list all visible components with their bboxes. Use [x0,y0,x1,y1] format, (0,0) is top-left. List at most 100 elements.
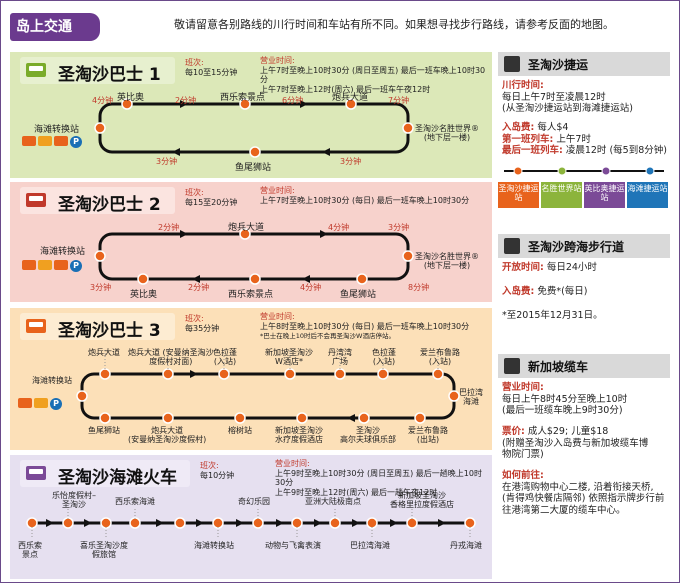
bus3-top-stop-7: 爱兰布鲁路(入站) [420,348,460,366]
bus2-title: 圣淘沙巴士 2 [58,195,161,215]
bus1-min-1: 4分钟 [92,96,114,105]
cablecar-directions: 如何前往:在港湾购物中心二楼, 沿着衔接天桥,(肯得鸡快餐店隔邻) 依照指示牌步… [502,470,665,516]
bus1-title: 圣淘沙巴士 1 [58,65,161,85]
parking-icon: P [70,260,82,272]
bus2-stop-fort: 炮兵大道 [228,223,265,233]
bus1-stop-imbiah: 英比奥 [117,93,145,103]
parking-icon: P [70,136,82,148]
bus3-top-stop-3: 色拉蓬(入站) [213,348,237,366]
bus3-top-stop-2: 炮兵大道 (安曼纳圣淘沙度假村对面) [128,348,214,366]
station-1: 圣淘沙捷运站 [498,182,539,208]
boardwalk-fee: 入岛费: 免费*(每日) [502,286,588,297]
bus-icon [26,63,46,77]
bus1-stop-beach: 海滩转换站 [34,125,80,135]
boardwalk-box: 圣淘沙跨海步行道 开放时间: 每日24小时 入岛费: 免费*(每日) *至201… [498,234,670,334]
boardwalk-hours: 开放时间: 每日24小时 [502,262,597,273]
bus2-stop-siloso: 西乐索景点 [228,290,274,300]
bus-icon [22,136,36,146]
tram-top-stop-3: 奇幻乐园 [238,497,270,506]
express-title-bar: 圣淘沙捷运 [498,52,670,76]
tram-top-stop-4: 亚洲大陆极南点 [305,497,361,506]
bus2-min-1: 2分钟 [158,223,180,232]
bus-icon [26,193,46,207]
tram-freq: 班次:每10分钟 [200,461,235,480]
bus1-min-5: 3分钟 [156,157,178,166]
cablecar-title: 新加坡缆车 [528,360,589,374]
bus1-connections: P [22,136,82,148]
express-icon [38,136,52,146]
express-line [504,166,664,176]
bus1-min-2: 2分钟 [175,96,197,105]
bus1-stop-rws: 圣淘沙名胜世界®(地下层一楼) [415,124,479,142]
bus2-stop-imbiah: 英比奥 [130,290,158,300]
express-icon [34,398,48,408]
boardwalk-title-bar: 圣淘沙跨海步行道 [498,234,670,258]
bus1-stop-fort: 炮兵大道 [332,93,369,103]
cablecar-title-bar: 新加坡缆车 [498,354,670,378]
tram-title-bar: 圣淘沙海滩火车 [20,460,190,488]
tram-top-stop-5: 新加坡圣淘沙香格里拉度假酒店 [390,491,454,509]
tram-panel: 圣淘沙海滩火车 班次:每10分钟 营业时间:上午9时至晚上10时30分 (周日至… [10,455,492,579]
tram-title: 圣淘沙海滩火车 [58,468,177,488]
tram-bottom-stop-6: 丹戎海滩 [450,541,482,550]
bus3-bottom-stop-4: 新加坡圣淘沙水疗度假酒店 [275,426,323,444]
bus1-stop-siloso: 西乐索景点 [220,93,266,103]
bus2-min-6: 4分钟 [300,283,322,292]
bus3-top-stop-1: 炮兵大道 [88,348,120,357]
bus2-min-5: 2分钟 [188,283,210,292]
bus1-freq: 班次:每10至15分钟 [185,58,238,77]
tram-icon [54,260,68,270]
bus3-route-map [76,350,460,424]
cablecar-fee: 票价: 成人$29; 儿童$18(附赠圣淘沙入岛费与新加坡缆车博物院门票) [502,426,649,460]
station-3: 英比奥捷运站 [584,182,625,208]
tram-bottom-stop-1: 西乐索景点 [18,541,42,559]
tram-icon [54,136,68,146]
bus3-bottom-stop-5: 圣淘沙高尔夫球俱乐部 [340,426,396,444]
tram-bottom-stop-5: 巴拉湾海滩 [350,541,390,550]
express-fares: 入岛费: 每人$4 第一班列车: 上午7时 最后一班列车: 凌晨12时 (每5到… [502,122,667,156]
bus1-route-map [94,98,414,158]
bus1-min-4: 7分钟 [388,96,410,105]
bus1-min-3: 6分钟 [282,96,304,105]
tram-bottom-stop-3: 海滩转换站 [194,541,234,550]
section-header: 岛上交通 [10,13,100,41]
bus-icon [22,260,36,270]
bus3-bottom-stop-6: 爱兰布鲁路(出站) [408,426,448,444]
boardwalk-title: 圣淘沙跨海步行道 [528,240,625,254]
bus-icon [26,319,46,333]
station-4: 海滩捷运站 [627,182,668,208]
bus3-top-stop-6: 色拉蓬(入站) [372,348,396,366]
bus3-bottom-stop-3: 榕树站 [228,426,252,435]
header-note: 敬请留意各别路线的川行时间和车站有所不同。如果想寻找步行路线，请参考反面的地图。 [174,18,614,31]
bus2-min-4: 3分钟 [90,283,112,292]
express-stations: 圣淘沙捷运站 名胜世界站 英比奥捷运站 海滩捷运站 [498,182,668,208]
express-hours: 川行时间:每日上午7时至凌晨12时(从圣淘沙捷运站到海滩捷运站) [502,80,633,114]
bus2-stop-rws: 圣淘沙名胜世界®(地下层一楼) [415,252,479,270]
tram-hours: 营业时间:上午9时至晚上10时30分 (周日至周五) 最后一趟晚上10时30分上… [275,459,482,497]
bus2-title-bar: 圣淘沙巴士 2 [20,187,175,215]
bus3-title-bar: 圣淘沙巴士 3 [20,313,175,341]
bus3-panel: 圣淘沙巴士 3 班次:每35分钟 营业时间:上午8时至晚上10时30分 (每日)… [10,308,492,450]
tram-icon [26,466,46,480]
tram-top-stop-1: 乐怡度假村–圣淘沙 [52,491,96,509]
bus2-connections: P [22,260,82,272]
bus3-connections: P [18,398,62,410]
express-icon [38,260,52,270]
boardwalk-note: *至2015年12月31日。 [502,310,603,321]
bus2-route-map [94,228,414,285]
express-title: 圣淘沙捷运 [528,58,589,72]
walk-icon [504,238,520,254]
bus2-panel: 圣淘沙巴士 2 班次:每15至20分钟 营业时间:上午7时至晚上10时30分 (… [10,182,492,302]
bus2-min-2: 4分钟 [328,223,350,232]
bus-icon [18,398,32,408]
parking-icon: P [50,398,62,410]
bus2-freq: 班次:每15至20分钟 [185,188,238,207]
bus1-min-6: 3分钟 [340,157,362,166]
bus3-bottom-stop-2: 炮兵大道(安曼纳圣淘沙度假村) [128,426,207,444]
bus1-stop-merlion: 鱼尾狮站 [235,163,272,173]
bus2-min-7: 8分钟 [408,283,430,292]
bus3-stop-beach: 海滩转换站 [32,376,72,385]
cablecar-hours: 营业时间:每日上午8时45分至晚上10时(最后一班缆车晚上9时30分) [502,382,628,416]
bus2-min-3: 3分钟 [388,223,410,232]
